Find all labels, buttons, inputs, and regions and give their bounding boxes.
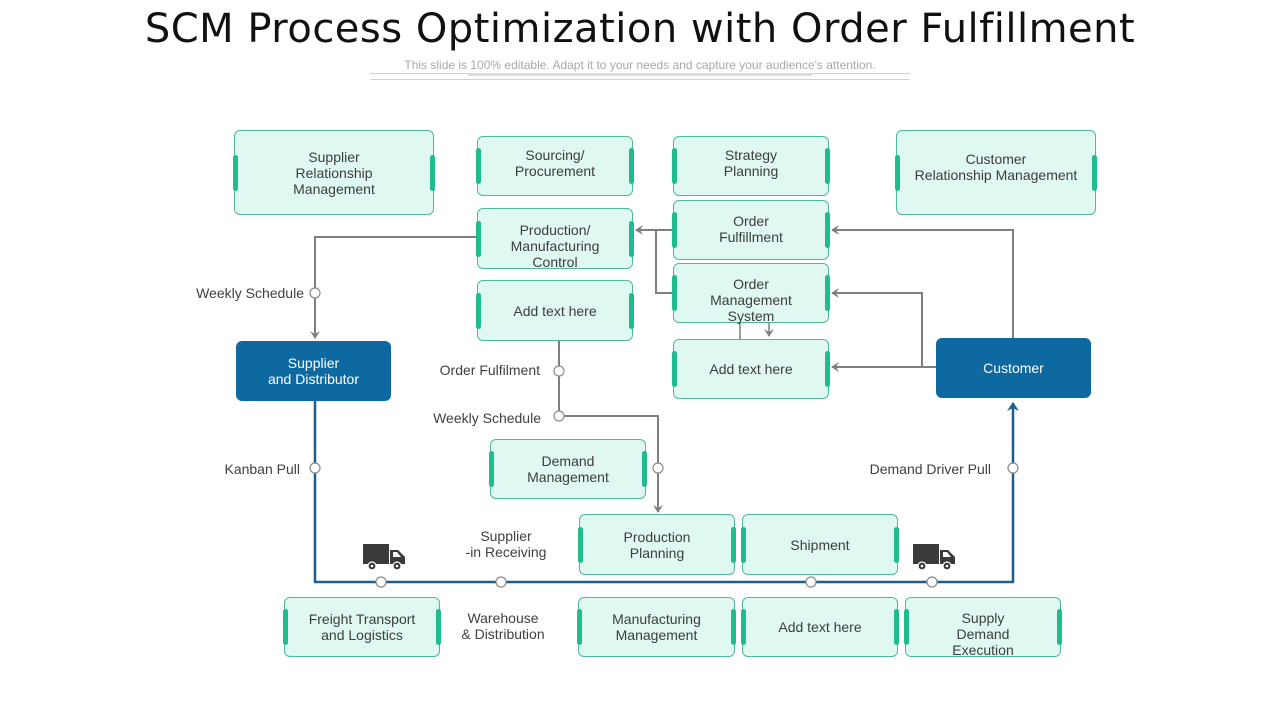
box-production-manufacturing-control[interactable]: Production/ Manufacturing Control <box>476 208 634 270</box>
node-weekly-schedule-mid <box>553 410 565 422</box>
line-customer-to-fulfillment <box>831 225 1014 338</box>
box-tab-right <box>825 148 830 184</box>
box-tab-left <box>895 154 900 191</box>
box-label: Supply Demand Execution <box>952 610 1014 658</box>
subtitle-rule-bottom <box>370 79 910 80</box>
box-tab-left <box>233 154 238 191</box>
box-tab-left <box>476 148 481 184</box>
node-kanban-pull <box>309 462 321 474</box>
box-label: Add text here <box>778 619 862 635</box>
box-tab-right <box>629 220 634 257</box>
box-tab-right <box>731 526 736 563</box>
label-supplier-in-receiving: Supplier -in Receiving <box>465 528 547 560</box>
truck-icon <box>363 544 405 571</box>
box-tab-left <box>741 526 746 563</box>
box-tab-right <box>825 275 830 311</box>
box-tab-left <box>672 148 677 184</box>
node-demand-driver-pull <box>1007 462 1019 474</box>
box-tab-left <box>476 220 481 257</box>
box-tab-right <box>629 292 634 329</box>
box-supply-demand-execution[interactable]: Supply Demand Execution <box>904 597 1062 658</box>
box-label: Customer <box>983 360 1044 376</box>
node-supply-demand <box>926 576 938 588</box>
box-label: Strategy Planning <box>723 147 779 179</box>
box-tab-left <box>672 351 677 387</box>
box-customer-relationship-management[interactable]: Customer Relationship Management <box>895 130 1097 215</box>
node-weekly-schedule-left <box>309 287 321 299</box>
box-label: Supplier Relationship Management <box>293 148 375 197</box>
line-supplier-to-customer-loop <box>313 401 1019 584</box>
box-supplier-and-distributor[interactable]: Supplier and Distributor <box>236 341 391 401</box>
box-label: Sourcing/ Procurement <box>514 147 596 179</box>
box-customer[interactable]: Customer <box>936 338 1091 398</box>
box-demand-management[interactable]: Demand Management <box>489 439 647 499</box>
box-tab-left <box>476 292 481 329</box>
box-tab-right <box>430 154 435 191</box>
box-tab-right <box>731 609 736 645</box>
box-label: Demand Management <box>527 453 609 485</box>
box-supplier-relationship-management[interactable]: Supplier Relationship Management <box>233 130 435 215</box>
box-tab-right <box>642 451 647 487</box>
page-title: SCM Process Optimization with Order Fulf… <box>144 6 1136 52</box>
node-shipment <box>805 576 817 588</box>
box-freight-transport-logistics[interactable]: Freight Transport and Logistics <box>283 597 441 657</box>
box-label: Customer Relationship Management <box>914 150 1078 183</box>
box-tab-right <box>629 148 634 184</box>
page-subtitle: This slide is 100% editable. Adapt it to… <box>404 58 876 72</box>
box-tab-left <box>577 609 582 645</box>
node-freight <box>375 576 387 588</box>
box-shipment[interactable]: Shipment <box>741 514 899 575</box>
node-order-fulfilment <box>553 365 565 377</box>
box-add-text-1[interactable]: Add text here <box>476 280 634 341</box>
box-label: Production/ Manufacturing Control <box>510 221 600 270</box>
label-weekly-schedule-mid: Weekly Schedule <box>433 410 541 426</box>
box-tab-left <box>672 212 677 248</box>
line-oms-to-fulfillment-branch <box>655 230 674 294</box>
label-demand-driver-pull: Demand Driver Pull <box>869 461 991 477</box>
box-label: Shipment <box>790 536 850 553</box>
box-order-fulfillment[interactable]: Order Fulfillment <box>672 200 830 260</box>
box-tab-right <box>1057 609 1062 645</box>
box-tab-right <box>825 351 830 387</box>
box-label: Production Planning <box>623 528 691 561</box>
box-tab-left <box>489 451 494 487</box>
box-tab-left <box>578 526 583 563</box>
box-label: Add text here <box>513 302 597 319</box>
box-label: Order Management System <box>710 276 792 324</box>
box-tab-right <box>436 609 441 645</box>
truck-icon <box>913 544 955 571</box>
box-order-management-system[interactable]: Order Management System <box>672 263 830 324</box>
box-label: Manufacturing Management <box>612 611 701 643</box>
line-production-to-supplier <box>310 236 478 339</box>
label-kanban-pull: Kanban Pull <box>224 461 300 477</box>
label-order-fulfilment: Order Fulfilment <box>439 362 540 378</box>
box-tab-left <box>904 609 909 645</box>
box-tab-right <box>825 212 830 248</box>
box-tab-right <box>894 526 899 563</box>
box-production-planning[interactable]: Production Planning <box>578 514 736 575</box>
box-manufacturing-management[interactable]: Manufacturing Management <box>577 597 736 657</box>
node-demand-management <box>652 462 664 474</box>
box-label: Order Fulfillment <box>719 213 783 245</box>
box-sourcing-procurement[interactable]: Sourcing/ Procurement <box>476 136 634 196</box>
box-label: Add text here <box>709 361 793 377</box>
box-tab-right <box>894 609 899 645</box>
box-strategy-planning[interactable]: Strategy Planning <box>672 136 830 196</box>
box-tab-right <box>1092 154 1097 191</box>
box-tab-left <box>283 609 288 645</box>
box-add-text-2[interactable]: Add text here <box>672 339 830 399</box>
line-customer-to-oms <box>831 288 923 367</box>
box-tab-left <box>741 609 746 645</box>
node-warehouse <box>495 576 507 588</box>
label-warehouse-distribution: Warehouse & Distribution <box>461 610 545 642</box>
subtitle-rule-highlight <box>468 73 812 76</box>
label-weekly-schedule-left: Weekly Schedule <box>196 285 304 301</box>
box-add-text-3[interactable]: Add text here <box>741 597 899 657</box>
box-tab-left <box>672 275 677 311</box>
box-label: Freight Transport and Logistics <box>308 611 416 643</box>
box-label: Supplier and Distributor <box>267 355 360 387</box>
